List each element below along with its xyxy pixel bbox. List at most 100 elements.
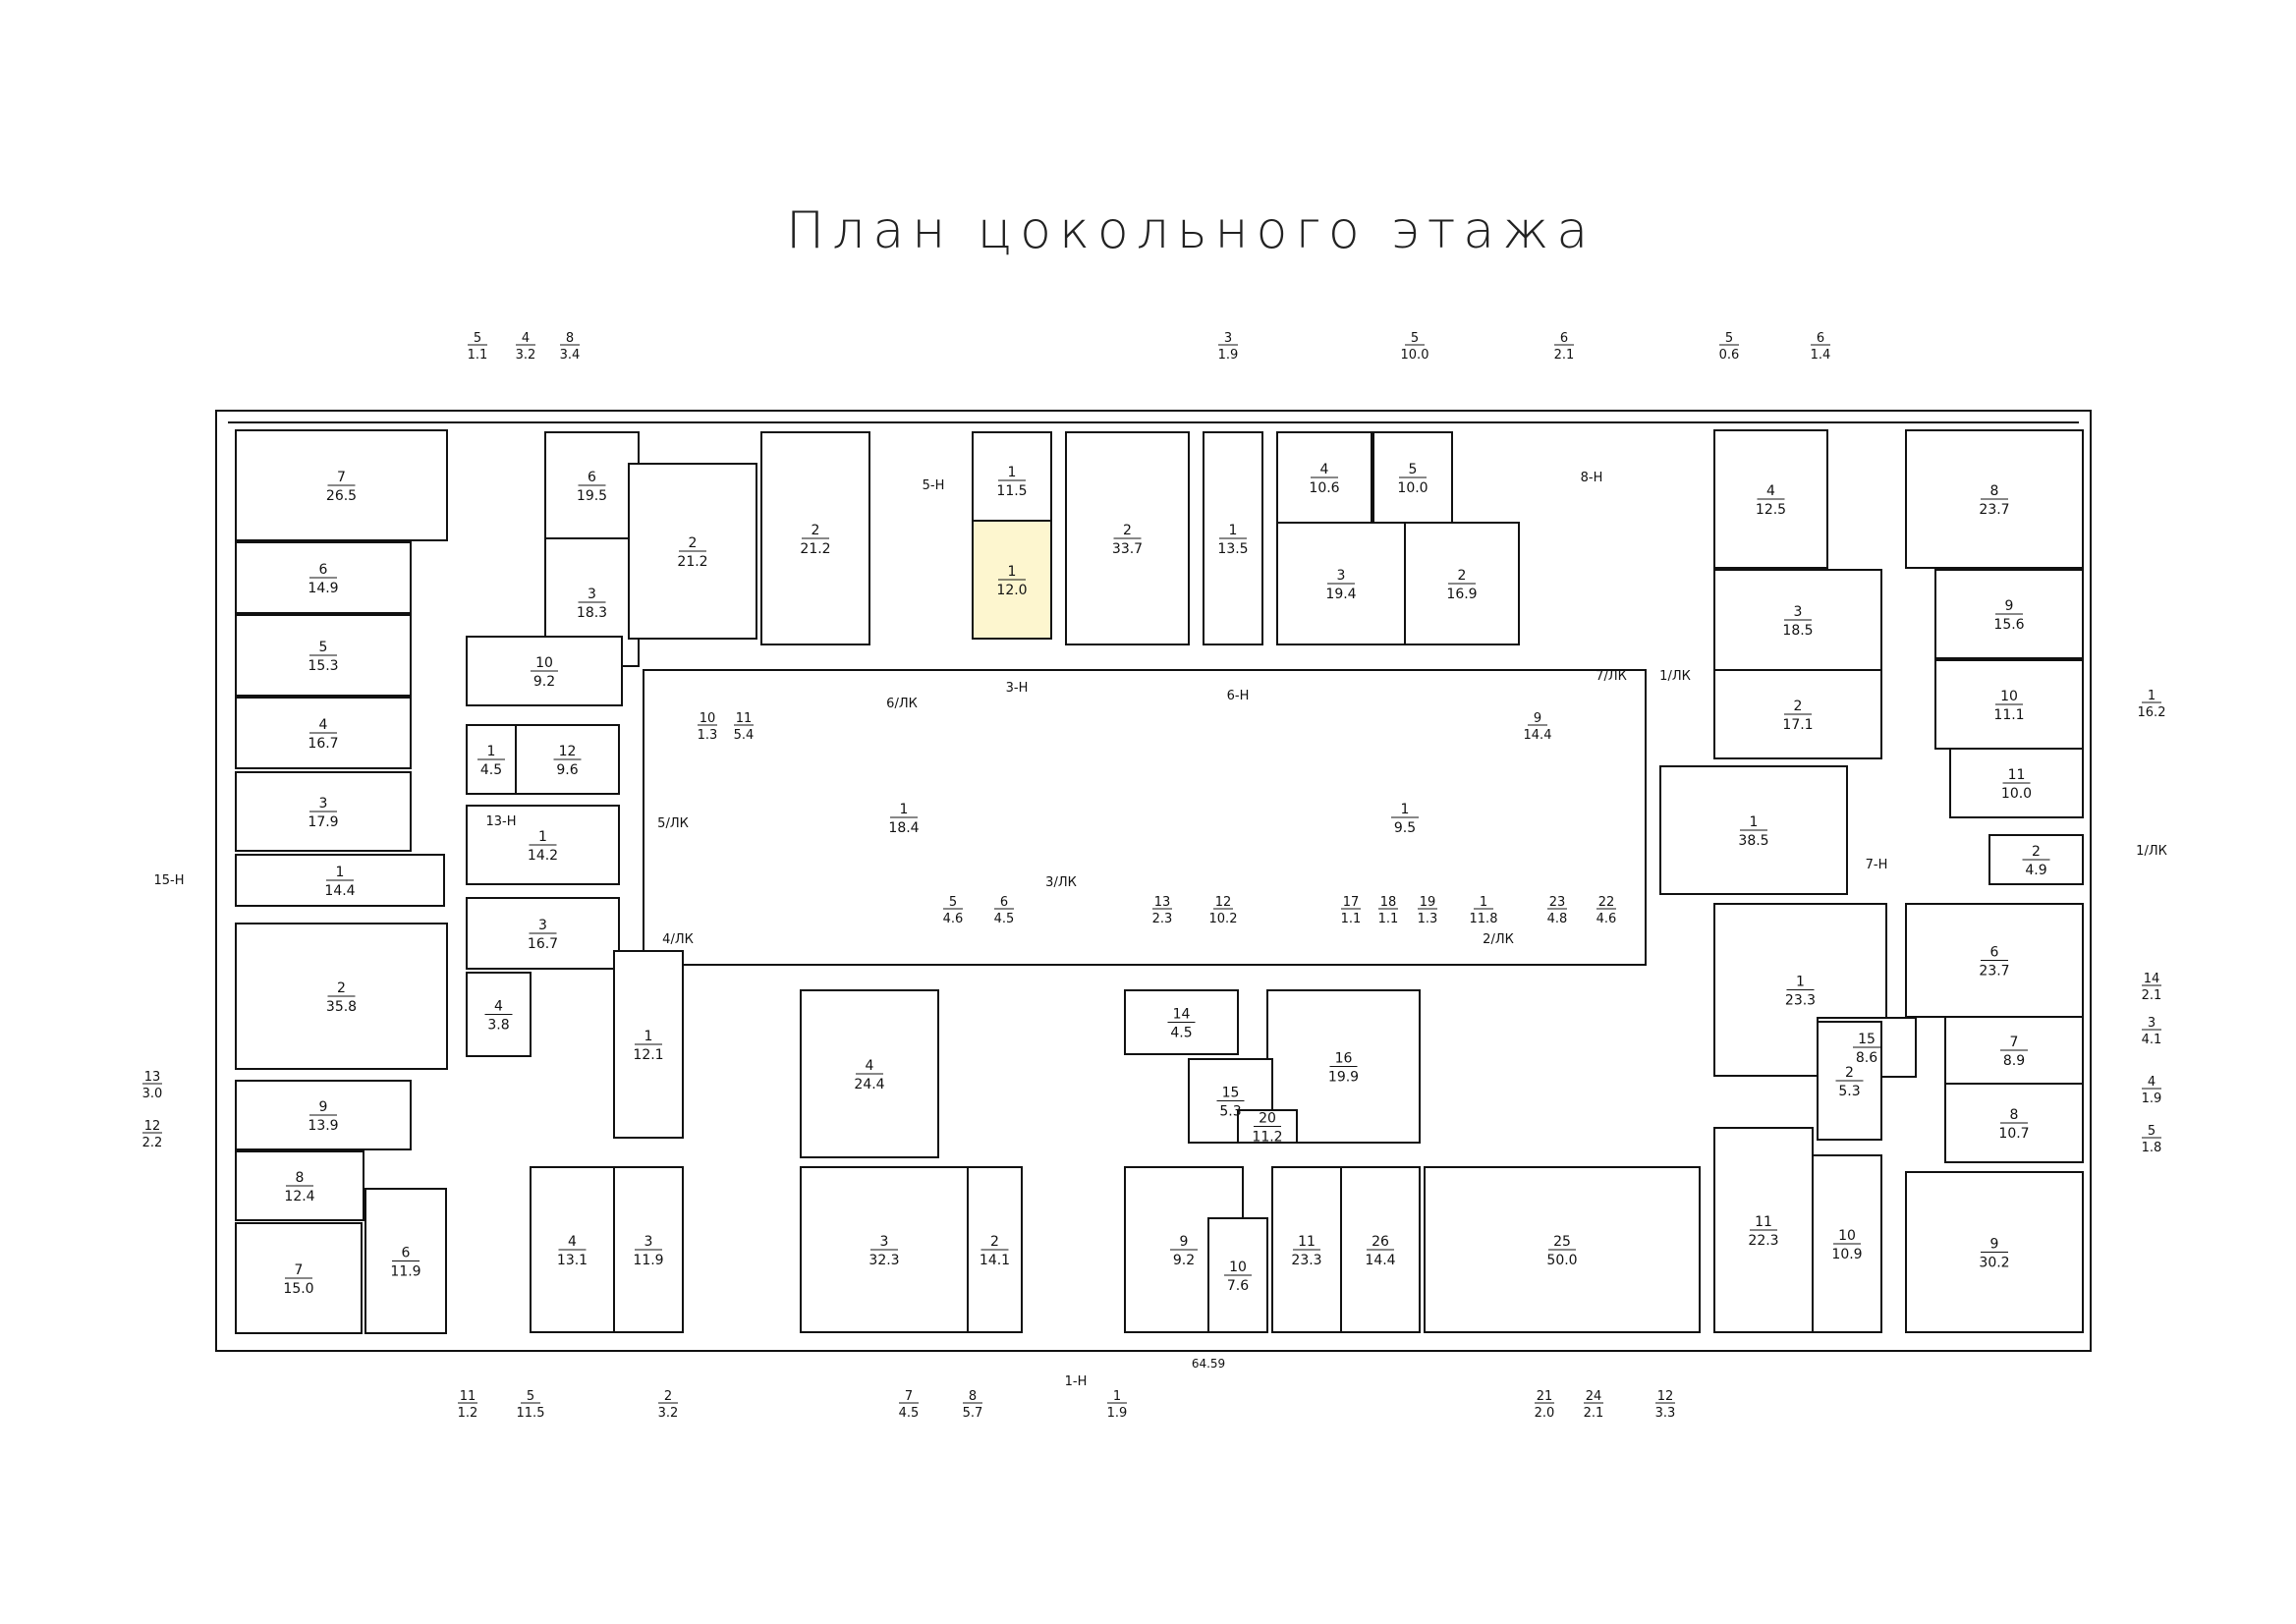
room-number: 7: [337, 470, 346, 485]
room-number: 2: [812, 523, 820, 538]
room-number: 8: [2010, 1107, 2019, 1123]
room-area: 19.4: [1325, 587, 1356, 602]
room-number: 6: [402, 1246, 411, 1261]
room-area: 5.3: [1838, 1084, 1860, 1099]
room-area: 10.7: [1998, 1126, 2029, 1142]
room-number: 26: [1372, 1234, 1389, 1250]
room-area: 7.6: [1227, 1278, 1249, 1294]
room-number: 3: [588, 587, 596, 602]
left-label-value: 3.0: [142, 1087, 163, 1101]
room-area: 4.5: [1170, 1026, 1192, 1041]
room-number: 1: [900, 802, 909, 817]
room-number: 20: [1259, 1111, 1276, 1127]
courtyard-label-value: 1.1: [1378, 912, 1399, 926]
courtyard-label-number: 1: [1480, 895, 1487, 910]
room-area: 26.5: [326, 488, 357, 504]
courtyard-label-value: 1.1: [1341, 912, 1362, 926]
entrance-label: 1/ЛК: [2136, 844, 2167, 859]
courtyard: [643, 669, 1647, 966]
room-number: 2: [337, 980, 346, 996]
room-area: 17.1: [1782, 717, 1813, 733]
bottom-label-value: 1.9: [1107, 1406, 1128, 1421]
bottom-label-number: 21: [1537, 1389, 1553, 1404]
courtyard-label-number: 9: [1534, 711, 1541, 726]
bottom-label-number: 12: [1657, 1389, 1674, 1404]
left-label-value: 2.2: [142, 1136, 163, 1150]
room-area: 19.5: [577, 488, 607, 504]
room-number: 1: [1008, 465, 1017, 480]
top-label-number: 5: [474, 331, 481, 346]
room-area: 4.5: [480, 762, 502, 778]
room-number: 3: [880, 1234, 889, 1250]
left-label-number: 12: [144, 1119, 161, 1134]
bottom-label-value: 4.5: [899, 1406, 920, 1421]
room-number: 3: [319, 796, 328, 812]
room-area: 14.2: [528, 848, 558, 864]
entrance-label: 3/ЛК: [1045, 875, 1077, 890]
room-area: 15.3: [308, 658, 338, 674]
room-number: 2: [990, 1234, 999, 1250]
room-number: 12: [559, 744, 577, 759]
room-number: 4: [1320, 462, 1329, 477]
entrance-label: 13-Н: [485, 814, 516, 829]
room-area: 9.2: [533, 674, 555, 690]
courtyard-label-number: 23: [1549, 895, 1566, 910]
room-area: 13.5: [1217, 541, 1248, 557]
page-title: План цокольного этажа: [786, 201, 1596, 260]
room-number: 6: [1990, 945, 1999, 961]
courtyard-label-value: 4.8: [1547, 912, 1568, 926]
room-area: 11.1: [1993, 707, 2024, 723]
left-label-number: 13: [144, 1070, 161, 1085]
top-label-value: 10.0: [1401, 348, 1429, 363]
room-area: 18.4: [888, 820, 919, 836]
room-area: 10.6: [1309, 480, 1339, 496]
room-number: 1: [1750, 814, 1759, 830]
room-number: 25: [1553, 1234, 1571, 1250]
room-number: 16: [1335, 1051, 1353, 1067]
room-area: 14.1: [980, 1253, 1010, 1268]
room-area: 15.6: [1993, 617, 2024, 633]
room-number: 4: [319, 717, 328, 733]
room-number: 9: [2005, 598, 2014, 614]
room: [1340, 1166, 1421, 1333]
bottom-label-number: 7: [905, 1389, 913, 1404]
entrance-label: 1-Н: [1065, 1374, 1088, 1389]
courtyard-label-value: 1.3: [698, 728, 718, 743]
top-label-number: 6: [1560, 331, 1568, 346]
room-number: 11: [2008, 767, 2026, 783]
courtyard-label-value: 5.4: [734, 728, 755, 743]
room-number: 1: [336, 865, 345, 880]
room-area: 19.9: [1328, 1070, 1359, 1086]
courtyard-label-number: 5: [949, 895, 957, 910]
entrance-label: 7/ЛК: [1596, 669, 1627, 684]
room: [1372, 431, 1453, 524]
room-area: 18.3: [577, 605, 607, 621]
room-number: 9: [1180, 1234, 1189, 1250]
entrance-label: 2/ЛК: [1483, 932, 1514, 947]
courtyard-label-number: 22: [1598, 895, 1615, 910]
bottom-label-value: 11.5: [517, 1406, 545, 1421]
room-area: 12.1: [633, 1047, 663, 1063]
room-area: 12.5: [1756, 502, 1786, 518]
entrance-label: 5-Н: [923, 478, 945, 493]
room-area: 38.5: [1738, 833, 1768, 849]
room-area: 14.4: [324, 883, 355, 899]
right-label-value: 16.2: [2138, 705, 2166, 720]
courtyard-label-number: 17: [1343, 895, 1360, 910]
room-number: 4: [568, 1234, 577, 1250]
top-label-value: 3.4: [560, 348, 581, 363]
room-number: 4: [866, 1058, 874, 1074]
room-area: 16.7: [308, 736, 338, 752]
room-area: 23.7: [1979, 502, 2009, 518]
room-number: 10: [535, 655, 553, 671]
room-area: 5.3: [1219, 1104, 1241, 1120]
total-length-dimension: 64.59: [1192, 1357, 1225, 1371]
room-area: 18.5: [1782, 623, 1813, 639]
room-number: 1: [538, 829, 547, 845]
entrance-label: 6/ЛК: [886, 697, 918, 711]
right-label-value: 2.1: [2142, 988, 2162, 1003]
courtyard-label-value: 14.4: [1524, 728, 1552, 743]
courtyard-label-number: 12: [1215, 895, 1232, 910]
room-area: 12.0: [996, 583, 1027, 598]
